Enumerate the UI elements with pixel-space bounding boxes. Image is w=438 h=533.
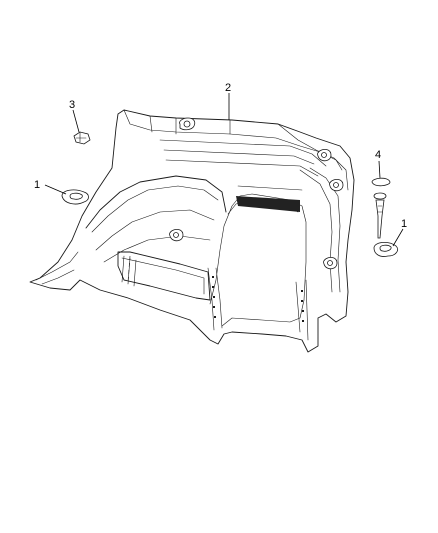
callout-4: 4 <box>375 149 381 161</box>
retainer-clip <box>73 131 91 145</box>
clip-bezel-left <box>61 189 89 205</box>
leader-lines <box>44 93 404 247</box>
clip-boss-wheelwell <box>169 229 184 242</box>
callout-1-left: 1 <box>34 179 40 191</box>
clip-boss-right <box>329 179 344 192</box>
push-pin-fastener <box>371 177 391 239</box>
callout-2: 2 <box>225 82 231 94</box>
clip-boss-lower-right <box>323 257 338 270</box>
quarter-trim-panel <box>29 109 355 353</box>
clip-boss-upper <box>179 117 196 131</box>
callout-1-right: 1 <box>401 218 407 230</box>
clip-bezel-right <box>373 242 398 257</box>
callout-3: 3 <box>69 99 75 111</box>
clip-boss-pillar <box>317 149 332 162</box>
